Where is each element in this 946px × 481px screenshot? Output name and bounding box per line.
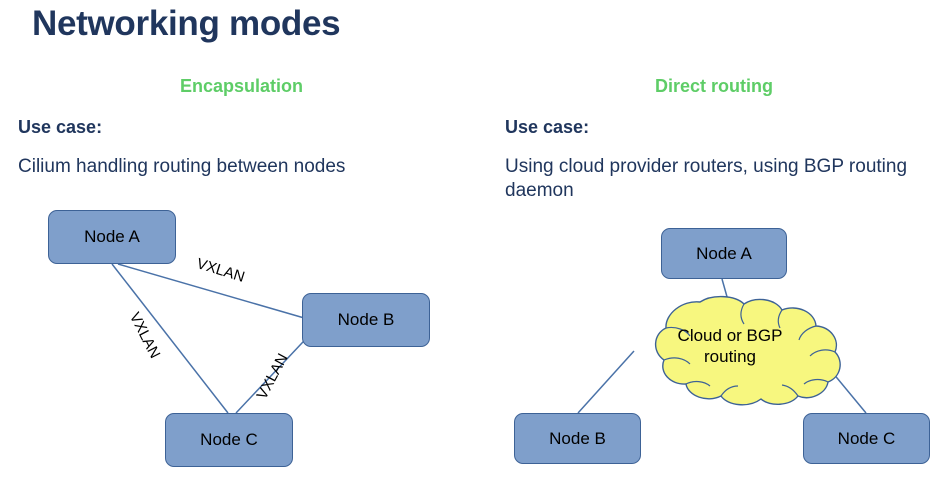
link-label-vxlan-a-b: VXLAN bbox=[194, 255, 247, 286]
link-node-a-to-cloud-right bbox=[721, 278, 732, 312]
node-box-a-encapsulation[interactable]: Node A bbox=[48, 210, 176, 264]
node-label: Node B bbox=[549, 428, 606, 448]
node-box-a-direct-routing[interactable]: Node A bbox=[661, 228, 787, 279]
node-label: Node B bbox=[337, 310, 395, 329]
link-node-c-to-cloud-right bbox=[817, 354, 867, 414]
node-label: Node A bbox=[696, 243, 752, 263]
usecase-text-encapsulation: Cilium handling routing between nodes bbox=[18, 156, 346, 177]
usecase-text-direct-routing: Using cloud provider routers, using BGP … bbox=[505, 156, 908, 202]
column-heading-encapsulation: Encapsulation bbox=[180, 76, 304, 96]
link-node-b-to-cloud-right bbox=[577, 350, 635, 414]
link-label-vxlan-b-c: VXLAN bbox=[253, 350, 292, 403]
cloud-label: Cloud or BGP routing bbox=[655, 325, 805, 368]
node-label: Node C bbox=[200, 430, 258, 449]
node-label: Node C bbox=[837, 428, 896, 448]
link-label-vxlan-a-c: VXLAN bbox=[125, 309, 164, 362]
cloud-label-line2: routing bbox=[704, 347, 756, 367]
node-box-b-encapsulation[interactable]: Node B bbox=[302, 293, 430, 347]
cloud-label-line1: Cloud or BGP bbox=[677, 326, 783, 345]
node-box-b-direct-routing[interactable]: Node B bbox=[514, 413, 641, 464]
link-node-a-to-node-c-left bbox=[111, 263, 229, 414]
usecase-label-encapsulation: Use case: bbox=[18, 117, 103, 137]
node-box-c-direct-routing[interactable]: Node C bbox=[803, 413, 930, 464]
column-heading-direct-routing: Direct routing bbox=[655, 76, 774, 96]
usecase-label-direct-routing: Use case: bbox=[505, 117, 590, 137]
page-title: Networking modes bbox=[32, 4, 341, 43]
node-box-c-encapsulation[interactable]: Node C bbox=[165, 413, 293, 467]
node-label: Node A bbox=[84, 227, 140, 246]
